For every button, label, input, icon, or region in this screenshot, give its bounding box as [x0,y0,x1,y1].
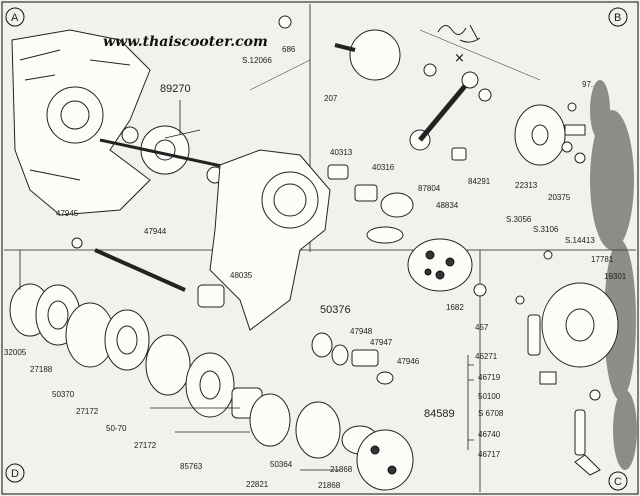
label-1682: 1682 [446,303,464,312]
crankcase-half [11,29,151,216]
quadrant-marker-c: C [608,471,628,491]
label-17781: 17781 [591,255,614,264]
label-21868-b: 21868 [318,481,341,490]
label-84589: 84589 [424,408,455,420]
clutch-hub-50376 [407,238,473,292]
connecting-rod [409,63,492,151]
label-50100: 50100 [478,392,501,401]
handwritten-scribble [437,24,481,43]
crank-web-b [334,29,401,81]
website-watermark: www.thaiscooter.com [103,34,268,50]
label-457: 457 [475,323,489,332]
label-48035: 48035 [230,271,253,280]
label-50370-a: 50370 [52,390,75,399]
bearings-b [451,102,586,164]
label-20375: 20375 [548,193,571,202]
label-22821: 22821 [246,480,269,489]
flywheel-disc [514,104,586,166]
label-21868-a: 21868 [330,465,353,474]
crankshaft [99,125,241,184]
label-s3106: S.3106 [533,225,559,234]
label-97: 97. [582,80,593,89]
label-50370-b: 50‐70 [106,424,127,433]
label-686: 686 [282,45,296,54]
label-85763: 85763 [180,462,203,471]
leader-lines-d [150,407,340,471]
label-22313: 22313 [515,181,538,190]
label-50376: 50376 [320,304,351,316]
scan-noise-shading [590,80,637,470]
cross-mark: × [454,51,465,66]
label-46740: 46740 [478,430,501,439]
bushings-centre [71,164,414,249]
label-27172-b: 27172 [134,441,157,450]
label-19301: 19301 [604,272,627,281]
label-40316: 40316 [372,163,395,172]
label-46717: 46717 [478,450,501,459]
label-50364: 50364 [270,460,293,469]
label-46271: 46271 [475,352,498,361]
quadrant-marker-d: D [5,463,25,483]
gear-selector [527,282,619,476]
quadrant-letter-c: C [614,476,622,488]
clutch-plates [9,283,235,418]
quadrant-marker-a: A [5,7,25,27]
clutch-basket [231,387,414,491]
label-47946: 47946 [397,357,420,366]
label-47944: 47944 [144,227,167,236]
label-47945: 47945 [56,209,79,218]
label-207: 207 [324,94,338,103]
label-40313: 40313 [330,148,353,157]
label-87804: 87804 [418,184,441,193]
label-27172-a: 27172 [76,407,99,416]
label-47948: 47948 [350,327,373,336]
leader-lines-top [249,29,541,91]
quadrant-letter-a: A [11,12,19,24]
label-s12066: S.12066 [242,56,272,65]
part-labels: 89270 686 S.12066 207 97. 84291 22313 20… [4,45,627,490]
quadrant-marker-b: B [608,7,628,27]
gear-48035 [197,284,225,308]
spring-and-washers [311,332,394,385]
label-32005: 32005 [4,348,27,357]
quadrant-letter-d: D [11,468,19,480]
label-84291: 84291 [468,177,491,186]
label-27188: 27188 [30,365,53,374]
label-46719: 46719 [478,373,501,382]
label-47947: 47947 [370,338,393,347]
shaft-47944 [94,248,186,292]
label-89270: 89270 [160,83,191,95]
bracket-84589 [467,355,474,450]
engine-casing [209,149,331,331]
leader-89270 [164,100,201,139]
selector-small-parts [473,250,601,401]
quadrant-letter-b: B [614,12,621,24]
label-48834: 48834 [436,201,459,210]
label-s14413: S.14413 [565,236,595,245]
label-s6708: S 6708 [478,409,504,418]
label-s3056: S.3056 [506,215,532,224]
